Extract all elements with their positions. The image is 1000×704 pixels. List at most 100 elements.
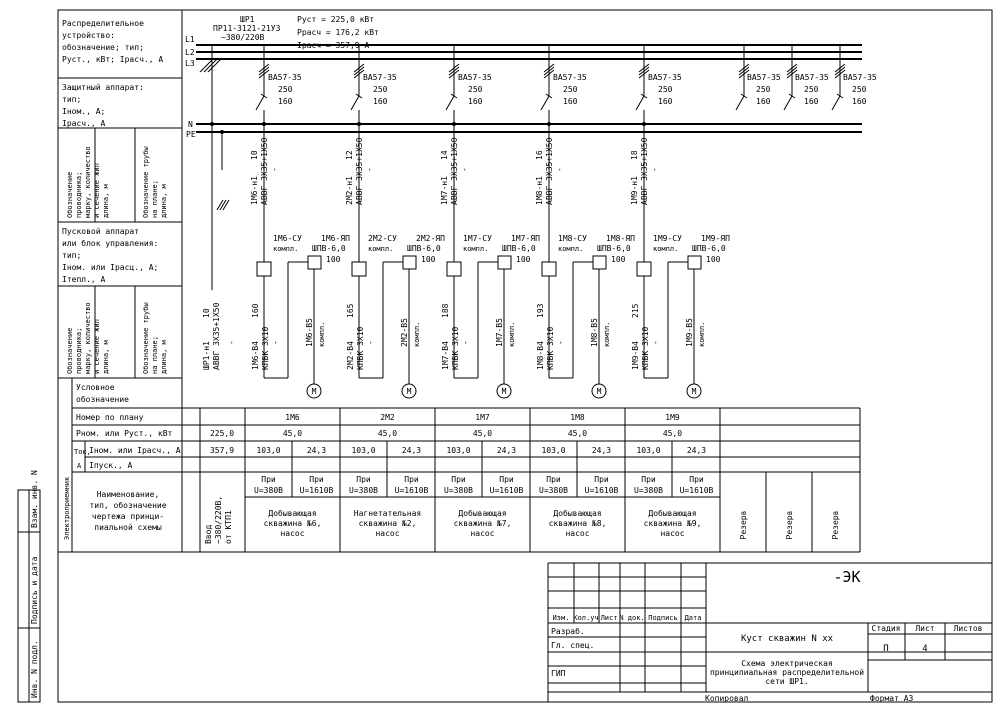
feeder-phase-ticks xyxy=(448,63,460,73)
breaker-irasc: 160 xyxy=(563,97,578,106)
input-name: от КТП1 xyxy=(224,510,233,544)
input-total-i: 357,9 xyxy=(210,446,234,455)
label-wire1: длина, м xyxy=(160,183,168,218)
label-distribution: Распределительное xyxy=(62,19,144,28)
feeder-phase-ticks xyxy=(258,63,270,73)
junction-box-current: 100 xyxy=(326,255,341,264)
breaker-type: ВА57-35 xyxy=(363,73,397,82)
plan-number: 1М7 xyxy=(475,413,490,422)
starter-id: 1М7-СУ xyxy=(463,234,492,243)
receiver-name: насос xyxy=(660,529,684,538)
breaker-inom: 250 xyxy=(373,85,388,94)
cable2-mark: КПБК 3Х10 xyxy=(641,326,650,370)
plan-number: 1М9 xyxy=(665,413,680,422)
label-protective: тип; xyxy=(62,95,81,104)
label-protective: Iрасч., А xyxy=(62,119,106,128)
voltage-380: U=380В xyxy=(444,486,473,495)
voltage-pre: При xyxy=(261,475,276,484)
voltage-pre: При xyxy=(499,475,514,484)
voltage-1610: U=1610В xyxy=(300,486,334,495)
cable1-len: 18 xyxy=(630,150,639,160)
breaker-irasc: 160 xyxy=(658,97,673,106)
label-wire2: на плане; xyxy=(151,336,159,374)
breaker-contact xyxy=(635,95,645,111)
motor-symbol xyxy=(306,383,322,399)
voltage-380: U=380В xyxy=(254,486,283,495)
label-name: чертежа принци- xyxy=(92,512,164,521)
breaker-inom: 250 xyxy=(278,85,293,94)
input-cable-id: ШР1-н1 xyxy=(202,341,211,370)
cable3-note: компл. xyxy=(508,322,516,347)
label-cond-symbol: Условное xyxy=(76,383,115,392)
voltage-pre: При xyxy=(356,475,371,484)
spare-breaker-contact xyxy=(836,93,844,99)
cable2-mark: КПБК 3Х10 xyxy=(451,326,460,370)
project-name: Куст скважин N xx xyxy=(741,634,834,644)
cable2-pipe: - xyxy=(556,340,565,345)
revision-header: Подпись xyxy=(648,614,678,622)
spare-breaker-type: ВА57-35 xyxy=(747,73,781,82)
stamp-signature-date: Подпись и дата xyxy=(30,556,39,624)
label-name: Наименование, xyxy=(97,490,160,499)
motor-label: М xyxy=(692,387,697,396)
spare-breaker-type: ВА57-35 xyxy=(843,73,877,82)
starter-note: компл. xyxy=(653,245,678,253)
breaker-contact xyxy=(255,95,265,111)
label-i-start: Iпуск., А xyxy=(89,461,133,470)
cable1-pipe: - xyxy=(270,167,279,172)
spare-phase-ticks xyxy=(786,66,798,76)
junction-box-type: ШПВ-6,0 xyxy=(692,244,726,253)
spare-breaker-contact xyxy=(783,95,793,111)
feeder-phase-ticks xyxy=(638,66,650,76)
stamp-replace-inv: Взам. инв. N xyxy=(30,470,39,528)
label-receiver: Электроприемник xyxy=(63,476,71,540)
spare-name: Резерв xyxy=(739,511,748,540)
cable3-note: компл. xyxy=(318,322,326,347)
cable2-mark: КПБК 3Х10 xyxy=(261,326,270,370)
panel-type: ПР11-3121-21УЗ xyxy=(213,24,281,33)
bus-node xyxy=(357,122,361,126)
input-pipe: - xyxy=(227,340,236,345)
voltage-380: U=380В xyxy=(539,486,568,495)
cable1-len: 12 xyxy=(345,150,354,160)
voltage-1610: U=1610В xyxy=(490,486,524,495)
junction-box-id: 1М9-ЯП xyxy=(701,234,730,243)
breaker-inom: 250 xyxy=(468,85,483,94)
junction-box-id: 1М7-ЯП xyxy=(511,234,540,243)
cable3-id: 1М7-В5 xyxy=(495,318,504,347)
junction-box-id: 1М8-ЯП xyxy=(606,234,635,243)
plan-number: 1М8 xyxy=(570,413,585,422)
junction-box-type: ШПВ-6,0 xyxy=(407,244,441,253)
current-1610: 24,3 xyxy=(592,446,611,455)
bus-node xyxy=(452,122,456,126)
drawing-title: Схема электрическая xyxy=(741,659,833,668)
receiver-name: насос xyxy=(375,529,399,538)
cable2-len: 160 xyxy=(251,303,260,318)
revision-header: Кол.уч xyxy=(573,614,598,622)
bus-node xyxy=(547,122,551,126)
starter-note: компл. xyxy=(273,245,298,253)
breaker-inom: 250 xyxy=(658,85,673,94)
feeder-phase-ticks xyxy=(543,66,555,76)
label-wire2: марку, количество xyxy=(84,302,92,374)
breaker-contact xyxy=(640,93,648,99)
role-label: ГИП xyxy=(551,669,566,678)
label-wire2: проводника; xyxy=(75,328,83,374)
receiver-name: насос xyxy=(565,529,589,538)
cable3-id: 2М2-В5 xyxy=(400,318,409,347)
breaker-contact xyxy=(445,95,455,111)
starter-note: компл. xyxy=(558,245,583,253)
drawing-code: -ЭК xyxy=(833,568,860,586)
label-wire1: и сечение жил xyxy=(93,163,101,218)
bus-label-n: N xyxy=(188,120,193,129)
input-cable-len: 10 xyxy=(202,308,211,318)
receiver-name: Нагнетательная xyxy=(354,509,421,518)
voltage-1610: U=1610В xyxy=(395,486,429,495)
breaker-irasc: 160 xyxy=(468,97,483,106)
starter-box xyxy=(636,261,652,277)
junction-box-id: 1М6-ЯП xyxy=(321,234,350,243)
label-protective: Iном., А; xyxy=(62,107,105,116)
junction-box xyxy=(592,255,607,270)
spare-phase-ticks xyxy=(834,66,846,76)
cable2-id: 1М7-В4 xyxy=(441,341,450,370)
